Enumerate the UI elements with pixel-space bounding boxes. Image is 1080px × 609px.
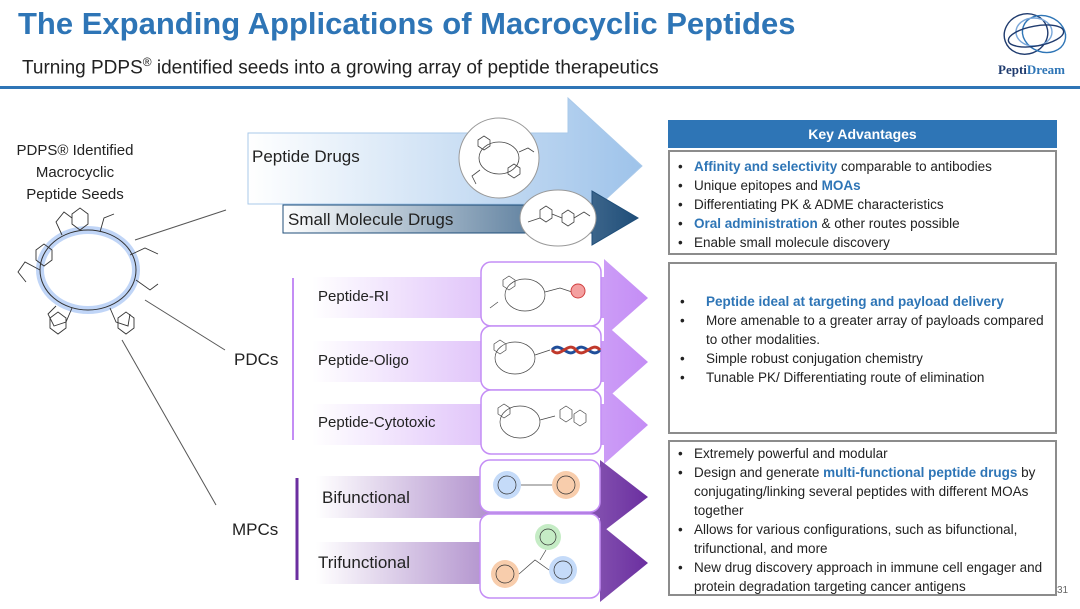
connector-to-drugs [134,209,227,241]
connector-to-mpcs [121,339,217,506]
key-advantages-heading: Key Advantages [668,120,1057,148]
peptide-ri-molecule-icon [480,261,602,327]
peptidream-logo-icon [1003,13,1067,55]
small-molecule-icon [519,189,597,247]
advantage-text: by conjugating/linking several peptides … [694,465,1036,518]
peptide-oligo-molecule-icon [480,325,602,391]
advantage-item: Simple robust conjugation chemistry [670,349,1055,368]
peptide-ri-label: Peptide-RI [318,288,389,305]
seeds-label: PDPS® Identified Macrocyclic Peptide See… [10,140,140,206]
advantage-highlight: MOAs [821,178,861,193]
advantage-text: Differentiating PK & ADME characteristic… [694,197,944,212]
advantage-text: Tunable PK/ Differentiating route of eli… [706,370,985,385]
advantage-item: Design and generate multi-functional pep… [670,463,1055,520]
peptide-oligo-label: Peptide-Oligo [318,352,409,369]
pdc-advantages-panel: Peptide ideal at targeting and payload d… [668,262,1057,434]
advantage-item: Differentiating PK & ADME characteristic… [670,195,1055,214]
advantage-item: Unique epitopes and MOAs [670,176,1055,195]
peptide-drugs-label: Peptide Drugs [252,147,360,166]
advantage-highlight: Affinity and selectivity [694,159,838,174]
advantage-text: Design and generate [694,465,824,480]
macrocycle-seed-icon [17,207,159,335]
advantage-text: More amenable to a greater array of payl… [706,313,1044,347]
header-divider [0,86,1080,89]
page-title: The Expanding Applications of Macrocycli… [18,6,796,41]
advantage-highlight: Peptide ideal at targeting and payload d… [706,294,1004,309]
drug-advantages-panel: Affinity and selectivity comparable to a… [668,150,1057,255]
advantage-item: More amenable to a greater array of payl… [670,311,1055,349]
seeds-label-line2: Macrocyclic [35,164,115,181]
mpcs-label: MPCs [232,520,279,539]
advantage-text: Enable small molecule discovery [694,235,890,250]
mpc-advantages-panel: Extremely powerful and modularDesign and… [668,440,1057,596]
peptide-drug-molecule-icon [458,117,540,199]
logo-wordmark: PeptiDream [998,62,1065,78]
advantage-item: Peptide ideal at targeting and payload d… [670,292,1055,311]
advantage-text: comparable to antibodies [837,159,992,174]
page-number: 31 [1057,585,1069,596]
seeds-label-line3: Peptide Seeds [26,186,124,203]
advantage-text: Allows for various configurations, such … [694,522,1018,556]
bifunctional-label: Bifunctional [322,488,410,507]
registered-mark: ® [142,55,152,69]
advantage-item: Enable small molecule discovery [670,233,1055,252]
advantage-highlight: Oral administration [694,216,818,231]
trifunctional-label: Trifunctional [318,553,410,572]
advantage-highlight: multi-functional peptide drugs [823,465,1018,480]
page-subtitle: Turning PDPS® identified seeds into a gr… [22,55,659,79]
advantage-item: New drug discovery approach in immune ce… [670,558,1055,596]
advantage-item: Oral administration & other routes possi… [670,214,1055,233]
pdcs-label: PDCs [234,350,279,369]
advantage-text: New drug discovery approach in immune ce… [694,560,1043,594]
advantage-item: Extremely powerful and modular [670,444,1055,463]
logo-word-b: Dream [1026,62,1065,77]
advantage-item: Tunable PK/ Differentiating route of eli… [670,368,1055,387]
small-molecule-drugs-label: Small Molecule Drugs [288,210,454,229]
advantage-text: Unique epitopes and [694,178,822,193]
seeds-label-line1: PDPS® Identified [16,142,134,159]
advantage-text: & other routes possible [817,216,960,231]
bifunctional-molecule-icon [479,459,601,513]
advantage-item: Allows for various configurations, such … [670,520,1055,558]
peptide-cytotoxic-molecule-icon [480,389,602,455]
connector-to-pdcs [144,299,226,351]
subtitle-prefix: Turning PDPS [22,57,143,79]
advantage-text: Simple robust conjugation chemistry [706,351,923,366]
trifunctional-molecule-icon [479,513,601,599]
peptide-cytotoxic-label: Peptide-Cytotoxic [318,414,436,431]
logo-word-a: Pepti [998,62,1027,77]
advantage-item: Affinity and selectivity comparable to a… [670,157,1055,176]
subtitle-suffix: identified seeds into a growing array of… [151,57,659,79]
advantage-text: Extremely powerful and modular [694,446,888,461]
